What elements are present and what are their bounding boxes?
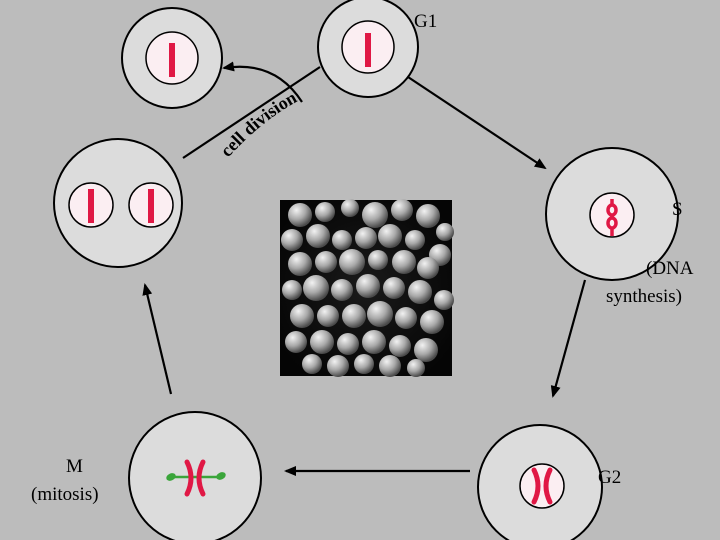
- yeast-cell-shape: [315, 251, 337, 273]
- arrow-to-daughter: [222, 61, 303, 103]
- yeast-cell-shape: [317, 305, 339, 327]
- s-cell: [545, 147, 679, 281]
- yeast-cell-shape: [282, 280, 302, 300]
- chromosome: [365, 33, 371, 67]
- yeast-cell-shape: [354, 354, 374, 374]
- g2-cell: [477, 424, 603, 540]
- yeast-cell-shape: [379, 355, 401, 377]
- yeast-cell-shape: [355, 227, 377, 249]
- chromosome: [148, 189, 154, 223]
- yeast-micrograph: [280, 199, 454, 377]
- yeast-cell-shape: [414, 338, 438, 362]
- g1-cell: [317, 0, 419, 98]
- yeast-cell-shape: [417, 257, 439, 279]
- yeast-cell-shape: [420, 310, 444, 334]
- m-cell: [128, 411, 262, 540]
- yeast-cell-shape: [288, 252, 312, 276]
- arrow-s-to-g2: [550, 279, 587, 398]
- yeast-cell-shape: [408, 280, 432, 304]
- arrow-g1-to-s: [407, 76, 547, 170]
- yeast-cell-shape: [341, 199, 359, 217]
- yeast-cell-shape: [392, 250, 416, 274]
- yeast-cell-shape: [367, 301, 393, 327]
- yeast-cell-shape: [378, 224, 402, 248]
- dividing-cell: [53, 138, 183, 268]
- yeast-cell-shape: [332, 230, 352, 250]
- yeast-cell-shape: [436, 223, 454, 241]
- s-subtitle-line2: synthesis): [606, 286, 682, 307]
- yeast-cell-shape: [290, 304, 314, 328]
- yeast-cell-shape: [434, 290, 454, 310]
- arrow-division-to-g1: [182, 66, 321, 159]
- yeast-cell-shape: [383, 277, 405, 299]
- yeast-cell-shape: [302, 354, 322, 374]
- yeast-cell-shape: [395, 307, 417, 329]
- yeast-cell-shape: [306, 224, 330, 248]
- daughter-cell: [121, 7, 223, 109]
- arrow-m-to-division: [142, 283, 173, 395]
- cycle-arrows: [142, 61, 587, 476]
- yeast-cell-shape: [407, 359, 425, 377]
- g1-label: G1: [414, 11, 438, 32]
- yeast-cell-shape: [315, 202, 335, 222]
- yeast-cell-shape: [368, 250, 388, 270]
- yeast-cell-shape: [339, 249, 365, 275]
- g2-label: G2: [598, 467, 622, 488]
- chromosome: [169, 43, 175, 77]
- m-label: M: [66, 456, 83, 477]
- yeast-cell-shape: [327, 355, 349, 377]
- yeast-cell-shape: [285, 331, 307, 353]
- mitotic-spindle: [166, 459, 226, 497]
- cell-division-label: cell division: [216, 87, 300, 161]
- replicating-chromosome: [606, 199, 618, 236]
- yeast-cell-shape: [310, 330, 334, 354]
- chromosome: [88, 189, 94, 223]
- s-label: S: [672, 199, 683, 220]
- yeast-cell-shape: [331, 279, 353, 301]
- yeast-cell-shape: [391, 199, 413, 221]
- yeast-cell-shape: [389, 335, 411, 357]
- yeast-cell-shape: [303, 275, 329, 301]
- yeast-cell-shape: [281, 229, 303, 251]
- yeast-cell-shape: [337, 333, 359, 355]
- duplicated-chromosome: [531, 467, 553, 505]
- m-subtitle: (mitosis): [31, 484, 99, 505]
- yeast-cell-shape: [416, 204, 440, 228]
- yeast-cell-shape: [362, 330, 386, 354]
- yeast-cell-shape: [362, 202, 388, 228]
- yeast-cell-shape: [342, 304, 366, 328]
- yeast-cell-shape: [356, 274, 380, 298]
- yeast-cell-shape: [405, 230, 425, 250]
- s-subtitle-line1: (DNA: [646, 258, 694, 279]
- yeast-cell-shape: [288, 203, 312, 227]
